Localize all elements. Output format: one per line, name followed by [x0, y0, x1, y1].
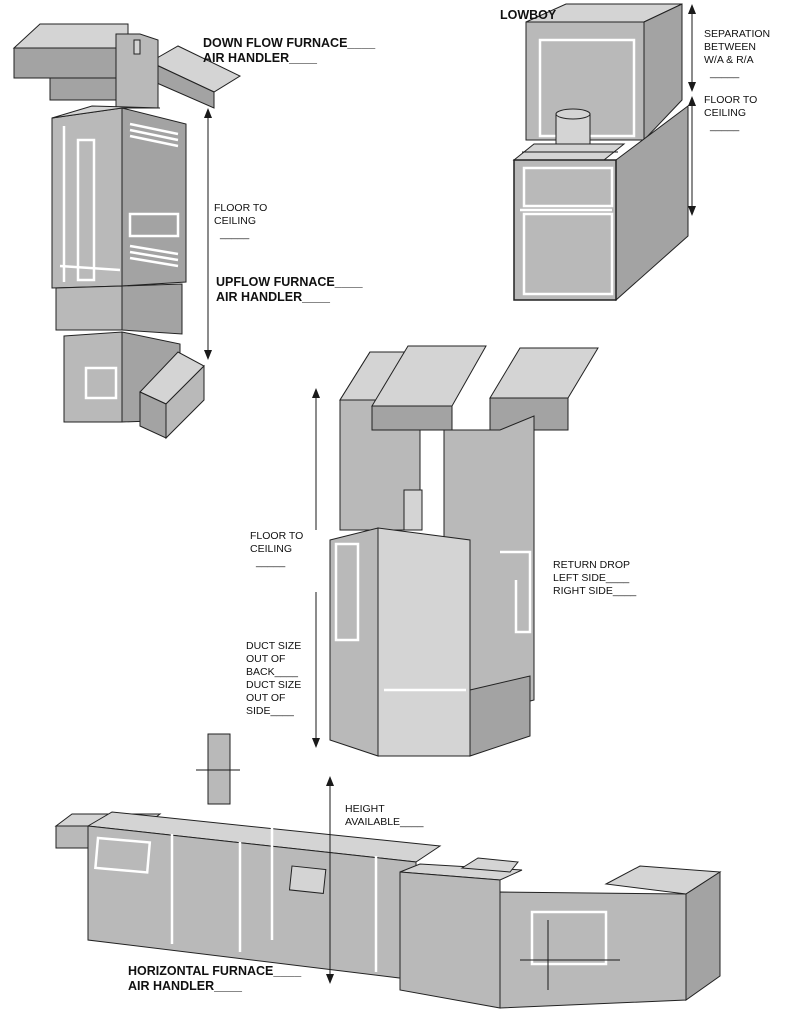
center-floor-label: FLOOR TO CEILING _____: [250, 530, 303, 569]
horizontal-label: HORIZONTAL FURNACE____ AIR HANDLER____: [128, 964, 301, 994]
lowboy-floor-line-1: FLOOR TO: [704, 94, 758, 106]
upflow-return-box: [63, 331, 123, 423]
duct-size-line-2: OUT OF: [246, 653, 286, 665]
horizontal-unit: [54, 733, 722, 1009]
downflow-center-plenum: [115, 33, 159, 109]
return-drop-label: RETURN DROP LEFT SIDE____ RIGHT SIDE____: [553, 559, 636, 598]
separation-line-3: W/A & R/A: [704, 54, 754, 66]
separation-line-2: BETWEEN: [704, 41, 756, 53]
downflow-left-duct: [12, 23, 129, 49]
height-available-line-1: HEIGHT: [345, 803, 385, 815]
lowboy-unit: [512, 3, 696, 302]
duct-size-line-5: OUT OF: [246, 692, 286, 704]
lowboy-title: LOWBOY: [500, 8, 557, 22]
center-floor-line-3: _____: [256, 556, 286, 568]
horizontal-transition: [460, 857, 519, 873]
horizontal-control-panel: [288, 865, 327, 894]
return-drop-line-1: RETURN DROP: [553, 559, 631, 571]
duct-size-label: DUCT SIZE OUT OF BACK____ DUCT SIZE OUT …: [246, 640, 301, 718]
center-floor-line-2: CEILING: [250, 543, 293, 555]
horizontal-line-2: AIR HANDLER____: [128, 979, 242, 993]
separation-line-4: _____: [710, 67, 740, 79]
lowboy-floor-line-2: CEILING: [704, 107, 747, 119]
upflow-floor-line-3: _____: [220, 228, 250, 240]
upflow-floor-label: FLOOR TO CEILING _____: [214, 202, 267, 241]
horizontal-right-box: [499, 891, 687, 1009]
upflow-line-1: UPFLOW FURNACE____: [216, 275, 363, 289]
upflow-label: UPFLOW FURNACE____ AIR HANDLER____: [216, 275, 363, 305]
center-furnace-side: [377, 527, 471, 757]
duct-size-line-1: DUCT SIZE: [246, 640, 302, 652]
separation-line-1: SEPARATION: [704, 28, 771, 40]
downflow-label: DOWN FLOW FURNACE____ AIR HANDLER____: [203, 36, 375, 66]
furnace-cabinet-front: [51, 107, 123, 289]
upflow-floor-line-2: CEILING: [214, 215, 257, 227]
center-right-duct: [489, 347, 599, 399]
center-flue-pipe: [403, 489, 423, 531]
upflow-line-2: AIR HANDLER____: [216, 290, 330, 304]
lowboy-cabinet-front: [513, 159, 617, 301]
height-available-label: HEIGHT AVAILABLE____: [345, 803, 423, 829]
lowboy-floor-label: FLOOR TO CEILING _____: [704, 94, 757, 133]
center-floor-line-1: FLOOR TO: [250, 530, 304, 542]
horizontal-drop-duct: [207, 733, 231, 805]
cabinet-vent-top: [129, 122, 179, 148]
return-drop-pipe: [500, 550, 532, 634]
duct-size-line-6: SIDE____: [246, 705, 294, 717]
downflow-line-2: AIR HANDLER____: [203, 51, 317, 65]
cabinet-vent-bottom: [129, 244, 179, 268]
height-available-line-2: AVAILABLE____: [345, 816, 424, 828]
return-drop-line-3: RIGHT SIDE____: [553, 585, 637, 597]
lowboy-floor-line-3: _____: [710, 120, 740, 132]
center-upflow-unit: [312, 345, 599, 757]
downflow-upflow-unit: [12, 23, 242, 440]
horizontal-line-1: HORIZONTAL FURNACE____: [128, 964, 302, 978]
duct-size-line-3: BACK____: [246, 666, 298, 678]
separation-label: SEPARATION BETWEEN W/A & R/A _____: [704, 28, 770, 80]
upflow-floor-line-1: FLOOR TO: [214, 202, 268, 214]
duct-size-line-4: DUCT SIZE: [246, 679, 302, 691]
furnace-cabinet-side: [121, 107, 187, 287]
downflow-line-1: DOWN FLOW FURNACE____: [203, 36, 376, 50]
return-drop-line-2: LEFT SIDE____: [553, 572, 630, 584]
